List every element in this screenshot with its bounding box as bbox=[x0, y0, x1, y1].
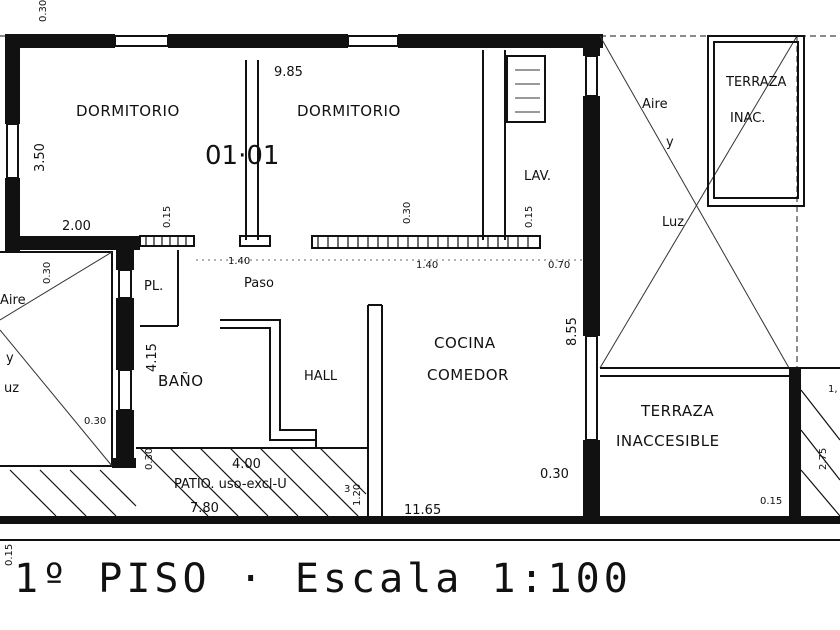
wall-left-upper bbox=[5, 34, 20, 124]
dim-030a: 0.30 bbox=[402, 202, 413, 224]
dim-275: 2.75 bbox=[818, 448, 829, 470]
unit-number: 01·01 bbox=[205, 141, 279, 171]
closet-rail-1 bbox=[139, 235, 195, 247]
label-luz-right: Luz bbox=[662, 215, 684, 230]
room-terraza-inaccesible-2: INACCESIBLE bbox=[616, 432, 720, 450]
dim-140: 1.40 bbox=[228, 256, 250, 267]
room-terraza-inac-2: INAC. bbox=[730, 111, 765, 126]
room-pl: PL. bbox=[144, 279, 163, 294]
room-patio-sub: 3 bbox=[344, 484, 350, 495]
wall-right-lower bbox=[583, 440, 600, 522]
dim-030c: 0.30 bbox=[84, 416, 106, 427]
room-bano: BAÑO bbox=[158, 371, 204, 390]
right-light-diag-2 bbox=[599, 35, 798, 369]
right-edge-hatching bbox=[800, 389, 840, 517]
partition-bath-hall bbox=[220, 319, 317, 448]
partition-bath-hall-inner bbox=[220, 327, 316, 441]
dim-350: 3.50 bbox=[33, 143, 48, 172]
patio-corner bbox=[112, 458, 136, 468]
label-aire-right: Aire bbox=[642, 97, 668, 112]
dim-030d: 0.30 bbox=[144, 448, 155, 470]
window-bath-2 bbox=[118, 369, 132, 411]
dim-1165: 11.65 bbox=[404, 503, 441, 518]
dim-right-edge: 1, bbox=[828, 384, 838, 395]
left-light-well bbox=[0, 251, 113, 467]
label-y-left: y bbox=[6, 351, 14, 366]
dim-030e: 0.30 bbox=[540, 467, 569, 482]
dim-120: 1.20 bbox=[352, 484, 363, 506]
wall-right-mid bbox=[583, 96, 600, 336]
dim-015c: 0.15 bbox=[760, 496, 782, 507]
dim-400: 4.00 bbox=[232, 457, 261, 472]
closet-hatching bbox=[145, 236, 529, 248]
window-top-1 bbox=[114, 35, 169, 47]
dim-left-bottom: 0.15 bbox=[4, 544, 15, 566]
dim-030b: 0.30 bbox=[42, 262, 53, 284]
right-light-diag-1 bbox=[599, 35, 790, 369]
room-cocina: COCINA bbox=[434, 334, 496, 352]
wall-top-right bbox=[398, 34, 603, 48]
wall-bath-left-3 bbox=[116, 410, 134, 468]
wall-right-upper bbox=[583, 34, 600, 56]
dim-780: 7.80 bbox=[190, 501, 219, 516]
room-dormitorio-2: DORMITORIO bbox=[297, 102, 401, 120]
terraza-inac-box-inner bbox=[713, 41, 799, 199]
wall-bottom bbox=[0, 516, 840, 524]
wall-bath-left-1 bbox=[116, 250, 134, 270]
closet-rail-2 bbox=[239, 235, 271, 247]
window-left bbox=[6, 123, 19, 179]
room-comedor: COMEDOR bbox=[427, 366, 509, 384]
room-terraza-inac-1: TERRAZA bbox=[725, 75, 786, 90]
wall-top-mid bbox=[168, 34, 348, 48]
room-patio: PATIO. uso-excl-U bbox=[174, 477, 287, 492]
label-paso: Paso bbox=[244, 276, 274, 291]
label-y-right: y bbox=[666, 135, 674, 150]
label-luz-left: uz bbox=[4, 381, 19, 396]
room-terraza-inaccesible-1: TERRAZA bbox=[640, 402, 714, 420]
room-lav: LAV. bbox=[524, 169, 551, 184]
dim-015a: 0.15 bbox=[162, 206, 173, 228]
dim-415: 4.15 bbox=[145, 343, 160, 372]
dim-015b: 0.15 bbox=[524, 206, 535, 228]
room-dormitorio-1: DORMITORIO bbox=[76, 102, 180, 120]
wall-bath-left-2 bbox=[116, 298, 134, 370]
dim-top: 0.30 bbox=[38, 0, 49, 22]
wall-far-right bbox=[789, 368, 801, 524]
dim-855: 8.55 bbox=[565, 317, 580, 346]
label-aire-left: Aire bbox=[0, 293, 26, 308]
dim-985: 9.85 bbox=[274, 65, 303, 80]
window-right-1 bbox=[585, 55, 598, 97]
left-light-diag-2 bbox=[0, 329, 113, 467]
left-light-diag-1 bbox=[0, 251, 113, 321]
room-hall: HALL bbox=[304, 369, 338, 384]
terraza-inac-box-outer bbox=[707, 35, 805, 207]
wall-left-lower bbox=[5, 178, 20, 252]
wall-dorm-bottom-left bbox=[5, 236, 140, 250]
window-right-2 bbox=[585, 335, 598, 441]
dim-200: 2.00 bbox=[62, 219, 91, 234]
plan-caption: 1º PISO · Escala 1:100 bbox=[14, 556, 632, 602]
wall-top-left bbox=[5, 34, 115, 48]
window-top-2 bbox=[347, 35, 399, 47]
patio-hatching bbox=[9, 447, 367, 517]
closet-rail-3 bbox=[311, 235, 541, 249]
window-bath-1 bbox=[118, 269, 132, 299]
lav-stair-box bbox=[506, 55, 546, 123]
dim-140b: 1.40 bbox=[416, 260, 438, 271]
dim-070: 0.70 bbox=[548, 260, 570, 271]
